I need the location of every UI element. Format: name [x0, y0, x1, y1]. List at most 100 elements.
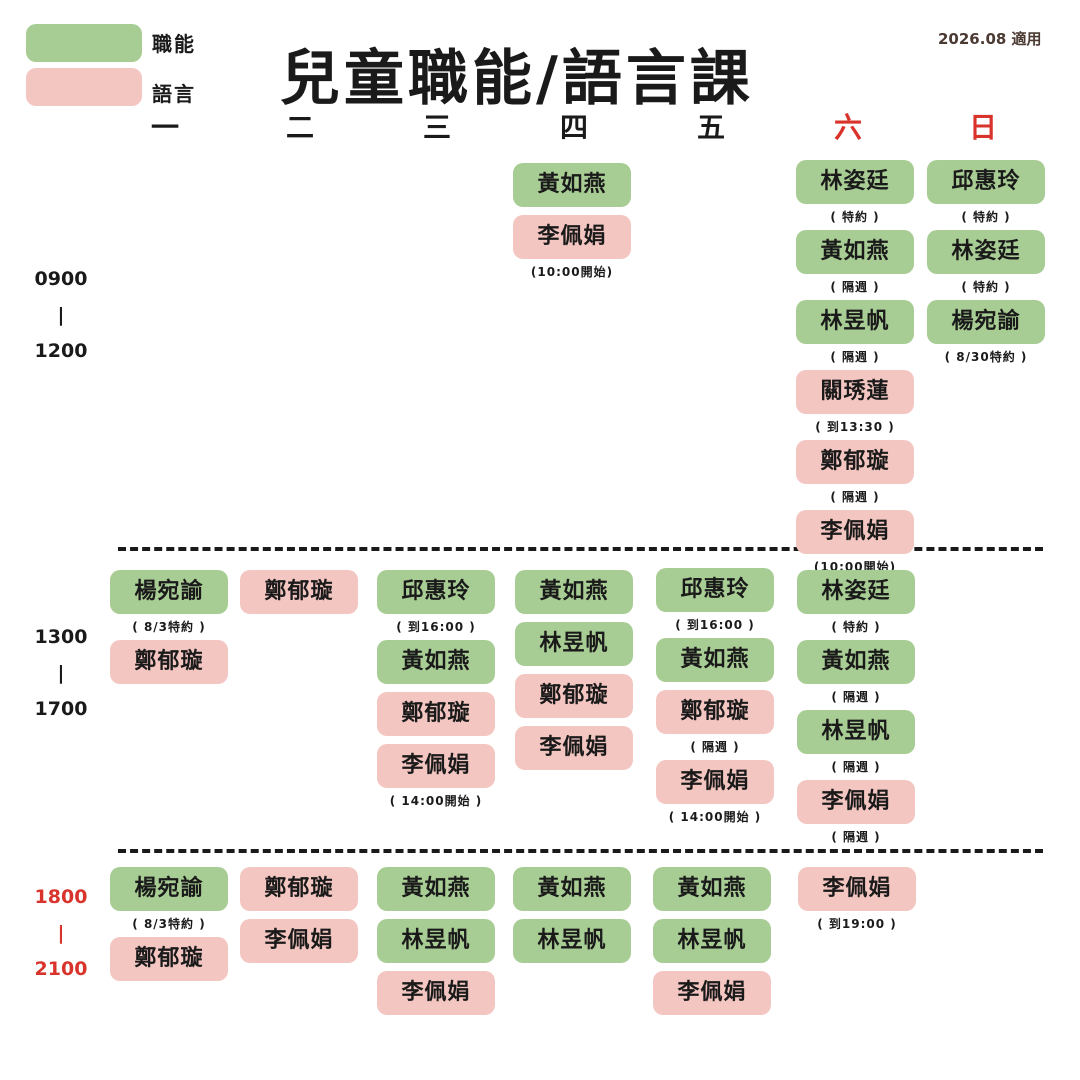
- time-start: 1800: [34, 886, 88, 908]
- therapist-chip: 林姿廷: [927, 230, 1045, 274]
- slot-sun-morning: 邱惠玲 ( 特約 ) 林姿廷 ( 特約 ) 楊宛諭 ( 8/30特約 ): [927, 160, 1045, 364]
- day-header-fri: 五: [696, 111, 725, 144]
- time-block-evening: 1800 | 2100: [16, 879, 106, 987]
- slot-wed-afternoon: 邱惠玲 ( 到16:00 ) 黃如燕鄭郁璇李佩娟 ( 14:00開始 ): [377, 570, 495, 808]
- slot-sat-morning: 林姿廷 ( 特約 ) 黃如燕 ( 隔週 ) 林昱帆 ( 隔週 ) 關琇蓮 ( 到13:30 )…: [796, 160, 914, 574]
- time-separator: |: [57, 922, 65, 944]
- session-note: ( 特約 ): [830, 210, 880, 224]
- time-end: 1700: [34, 698, 88, 720]
- slot-tue-evening: 鄭郁璇李佩娟: [240, 867, 358, 963]
- therapist-chip: 鄭郁璇: [377, 692, 495, 736]
- section-divider: [118, 849, 1043, 853]
- legend-label-occupational: 職能: [152, 32, 196, 56]
- session-note: ( 到13:30 ): [815, 420, 895, 434]
- therapist-chip: 鄭郁璇: [515, 674, 633, 718]
- therapist-chip: 楊宛諭: [110, 570, 228, 614]
- slot-fri-afternoon: 邱惠玲( 到16:00 )黃如燕鄭郁璇( 隔週 )李佩娟( 14:00開始 ): [656, 568, 774, 824]
- therapist-chip: 林昱帆: [653, 919, 771, 963]
- time-end: 2100: [34, 958, 88, 980]
- legend-swatch-occupational: [26, 24, 142, 62]
- slot-tue-afternoon: 鄭郁璇: [240, 570, 358, 614]
- therapist-chip: 黃如燕: [377, 867, 495, 911]
- day-header-thu: 四: [559, 111, 588, 144]
- therapist-chip: 鄭郁璇: [656, 690, 774, 734]
- slot-fri-evening: 黃如燕林昱帆李佩娟: [653, 867, 771, 1015]
- day-header-tue: 二: [285, 111, 314, 144]
- session-note: ( 到16:00 ): [675, 618, 755, 632]
- session-note: ( 隔週 ): [830, 490, 880, 504]
- slot-thu-morning: 黃如燕李佩娟 (10:00開始): [513, 163, 631, 279]
- session-note: ( 特約 ): [831, 620, 881, 634]
- session-note: ( 14:00開始 ): [389, 794, 483, 808]
- therapist-chip: 黃如燕: [796, 230, 914, 274]
- session-note: ( 隔週 ): [831, 830, 881, 844]
- legend-label-speech: 語言: [152, 82, 196, 106]
- section-divider: [118, 547, 1043, 551]
- therapist-chip: 楊宛諭: [927, 300, 1045, 344]
- slot-thu-afternoon: 黃如燕林昱帆鄭郁璇李佩娟: [515, 570, 633, 770]
- session-note: ( 隔週 ): [830, 280, 880, 294]
- slot-thu-evening: 黃如燕林昱帆: [513, 867, 631, 963]
- therapist-chip: 李佩娟: [797, 780, 915, 824]
- session-note: ( 隔週 ): [690, 740, 740, 754]
- day-header-sat: 六: [833, 111, 862, 144]
- session-note: ( 特約 ): [961, 210, 1011, 224]
- slot-sat-afternoon: 林姿廷( 特約 )黃如燕( 隔週 )林昱帆( 隔週 )李佩娟( 隔週 ): [797, 570, 915, 844]
- slot-mon-afternoon: 楊宛諭 ( 8/3特約 ) 鄭郁璇: [110, 570, 228, 684]
- session-note: ( 隔週 ): [831, 760, 881, 774]
- time-separator: |: [57, 662, 65, 684]
- session-note: ( 隔週 ): [830, 350, 880, 364]
- therapist-chip: 鄭郁璇: [240, 570, 358, 614]
- effective-date-note: 2026.08 適用: [938, 30, 1042, 48]
- therapist-chip: 黃如燕: [515, 570, 633, 614]
- day-header-wed: 三: [422, 111, 451, 144]
- therapist-chip: 邱惠玲: [927, 160, 1045, 204]
- session-note: ( 8/3特約 ): [132, 917, 206, 931]
- therapist-chip: 邱惠玲: [377, 570, 495, 614]
- time-start: 1300: [34, 626, 88, 648]
- therapist-chip: 林昱帆: [377, 919, 495, 963]
- therapist-chip: 鄭郁璇: [110, 937, 228, 981]
- session-note: (10:00開始): [530, 265, 614, 279]
- therapist-chip: 李佩娟: [377, 744, 495, 788]
- session-note: ( 8/3特約 ): [132, 620, 206, 634]
- therapist-chip: 李佩娟: [653, 971, 771, 1015]
- therapist-chip: 林姿廷: [796, 160, 914, 204]
- therapist-chip: 林昱帆: [513, 919, 631, 963]
- page-title: 兒童職能/語言課: [280, 44, 754, 114]
- session-note: ( 隔週 ): [831, 690, 881, 704]
- therapist-chip: 鄭郁璇: [110, 640, 228, 684]
- therapist-chip: 鄭郁璇: [240, 867, 358, 911]
- therapist-chip: 鄭郁璇: [796, 440, 914, 484]
- legend-swatch-speech: [26, 68, 142, 106]
- therapist-chip: 李佩娟: [798, 867, 916, 911]
- therapist-chip: 林昱帆: [515, 622, 633, 666]
- day-header-mon: 一: [150, 111, 179, 144]
- session-note: ( 特約 ): [961, 280, 1011, 294]
- therapist-chip: 林昱帆: [797, 710, 915, 754]
- therapist-chip: 李佩娟: [513, 215, 631, 259]
- therapist-chip: 黃如燕: [797, 640, 915, 684]
- time-start: 0900: [34, 268, 88, 290]
- therapist-chip: 黃如燕: [377, 640, 495, 684]
- session-note: ( 到19:00 ): [817, 917, 897, 931]
- therapist-chip: 李佩娟: [240, 919, 358, 963]
- therapist-chip: 李佩娟: [515, 726, 633, 770]
- therapist-chip: 李佩娟: [377, 971, 495, 1015]
- therapist-chip: 黃如燕: [653, 867, 771, 911]
- slot-mon-evening: 楊宛諭 ( 8/3特約 ) 鄭郁璇: [110, 867, 228, 981]
- slot-sat-evening: 李佩娟 ( 到19:00 ): [798, 867, 916, 931]
- therapist-chip: 邱惠玲: [656, 568, 774, 612]
- therapist-chip: 黃如燕: [513, 163, 631, 207]
- therapist-chip: 楊宛諭: [110, 867, 228, 911]
- slot-wed-evening: 黃如燕林昱帆李佩娟: [377, 867, 495, 1015]
- time-block-morning: 0900 | 1200: [16, 261, 106, 369]
- session-note: ( 到16:00 ): [396, 620, 476, 634]
- therapist-chip: 李佩娟: [656, 760, 774, 804]
- therapist-chip: 關琇蓮: [796, 370, 914, 414]
- session-note: ( 8/30特約 ): [944, 350, 1028, 364]
- time-block-afternoon: 1300 | 1700: [16, 619, 106, 727]
- session-note: ( 14:00開始 ): [668, 810, 762, 824]
- therapist-chip: 林昱帆: [796, 300, 914, 344]
- time-separator: |: [57, 304, 65, 326]
